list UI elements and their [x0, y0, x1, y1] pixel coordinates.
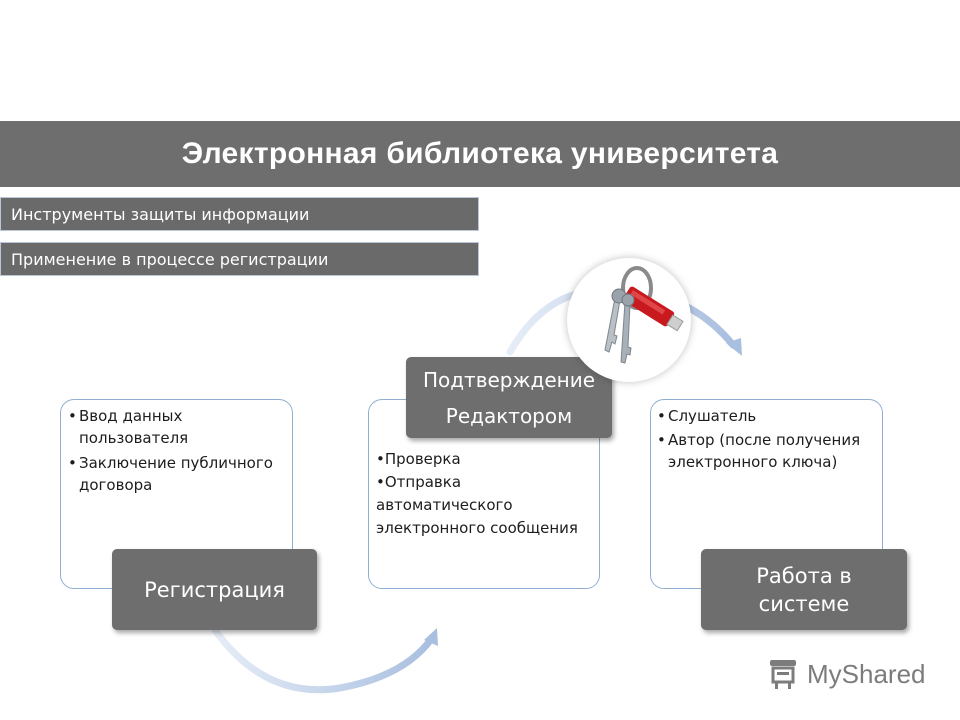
work-label-line2: системе [758, 591, 850, 616]
myshared-logo: MyShared [767, 656, 926, 692]
logo-icon [770, 660, 796, 689]
arrow-registration-to-confirmation [211, 626, 436, 694]
confirmation-label-line2: Редактором [445, 403, 573, 428]
tag-protection-tools: Инструменты защиты информации [0, 197, 479, 231]
stage-work-label: Работа в системе [701, 549, 907, 630]
list-item: •Отправка [376, 473, 462, 491]
list-item: автоматического [376, 496, 513, 514]
tag-registration-usage: Применение в процессе регистрации [0, 242, 479, 276]
usb-key-icon [604, 266, 684, 364]
stage-registration-label: Регистрация [112, 549, 317, 630]
usb-key-image [567, 258, 691, 382]
confirmation-label-line1: Подтверждение [422, 367, 596, 392]
list-item: Слушатель [657, 405, 882, 427]
list-item: Заключение публичного договора [68, 452, 288, 496]
stage-confirmation-label: Подтверждение Редактором [406, 357, 612, 438]
list-item: электронного сообщения [376, 519, 578, 537]
page-title: Электронная библиотека университета [0, 121, 960, 187]
work-list: Слушатель Автор (после получения электро… [657, 405, 882, 475]
list-item: •Проверка [376, 450, 461, 468]
work-label-line1: Работа в [756, 563, 852, 588]
list-item: Ввод данных пользователя [68, 405, 288, 449]
logo-text: MyShared [807, 658, 926, 689]
confirmation-list: •Проверка •Отправка автоматического элек… [376, 448, 598, 540]
list-item: Автор (после получения электронного ключ… [657, 429, 882, 473]
registration-list: Ввод данных пользователя Заключение публ… [68, 405, 288, 499]
registration-label-text: Регистрация [144, 577, 285, 602]
